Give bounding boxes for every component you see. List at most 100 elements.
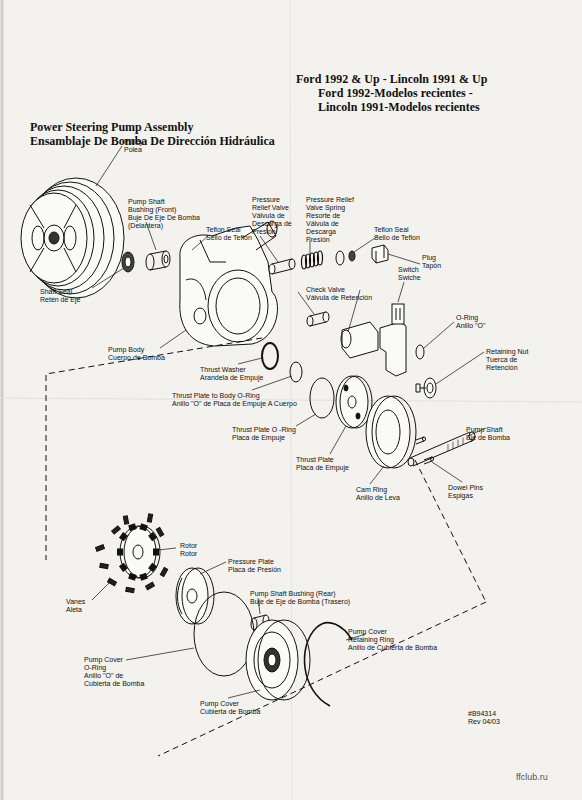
vane: [126, 587, 135, 592]
part-label: Placa de Empuje: [296, 464, 349, 472]
part-label: Dowel Pins: [448, 484, 483, 492]
vane: [96, 545, 105, 551]
part-label: Polea: [124, 146, 142, 154]
retaining-ring: [304, 623, 352, 706]
spline: [448, 444, 449, 451]
rotor-slot: [149, 533, 157, 541]
part-label: Descarga de: [252, 220, 292, 228]
part-label: O-Ring: [456, 314, 478, 322]
part-label: Pump Cover: [200, 700, 239, 708]
part-label: O-Ring: [84, 664, 106, 672]
part-label: Relief Valve: [252, 204, 289, 212]
check-valve: [307, 312, 329, 326]
part-label: Resorte de: [306, 212, 340, 220]
part-label: Retaining Nut: [486, 348, 528, 356]
part-label: Valve Spring: [306, 204, 345, 212]
vane: [146, 582, 155, 589]
part-label: Cubierta de Bomba: [200, 708, 260, 716]
plug: [372, 245, 388, 263]
vane: [160, 568, 167, 577]
page-edge: [1, 0, 4, 800]
spline: [458, 440, 459, 447]
part-label: Thrust Plate O -Ring: [232, 426, 296, 434]
pressure-relief-valve: [269, 259, 295, 274]
part-label: Pressure Plate: [228, 558, 274, 566]
rotor-slot: [129, 524, 136, 531]
vanes: [96, 514, 168, 593]
part-label: Buje De Eje De Bomba: [128, 214, 200, 222]
part-label: Pump Shaft Bushing (Rear): [250, 590, 336, 598]
part-label: Cuerpo de Bomba: [108, 354, 165, 362]
switch: [341, 304, 406, 376]
rotor-slot: [149, 563, 157, 571]
pump-cover: [246, 620, 310, 700]
watermark: ffclub.ru: [516, 772, 548, 783]
part-label: Pump Body: [108, 346, 144, 354]
subtitle: Ensamblaje De Bomba De Dirección Hidrául…: [30, 134, 275, 148]
rotor: [118, 524, 161, 580]
part-label: Válvula de: [252, 212, 285, 220]
part-label: Rotor: [180, 550, 197, 558]
teflon-seal: [336, 251, 344, 265]
part-label: Espigas: [448, 492, 473, 500]
title: Power Steering Pump Assembly: [30, 120, 193, 135]
part-label: Switch: [398, 266, 419, 274]
part-label: Válvula de Retención: [306, 294, 372, 302]
model-header: Lincoln 1991-Modelos recientes: [318, 100, 480, 114]
part-label: Retaining Ring: [348, 636, 394, 644]
retaining-nut: [416, 378, 436, 398]
doc-number: Rev 04/03: [468, 718, 500, 726]
part-label: Buje de Eje de Bomba (Trasero): [250, 598, 350, 606]
leader-lines: [92, 146, 486, 698]
explode-line: [415, 460, 486, 602]
part-label: Thrust Plate to Body O-Ring: [172, 392, 260, 400]
part-label: Cubierta de Bomba: [84, 680, 144, 688]
part-label: Plug: [422, 254, 436, 262]
o-ring: [290, 362, 302, 382]
model-header: Ford 1992-Modelos recientes -: [318, 86, 473, 100]
rotor-slot: [154, 549, 159, 555]
rotor-slot: [120, 563, 128, 571]
o-ring: [310, 378, 334, 418]
part-label: Anillo de Cubierta de Bomba: [348, 644, 437, 652]
part-label: Tapón: [422, 262, 441, 270]
part-label: (Delantera): [128, 222, 163, 230]
part-label: Anillo "O": [456, 322, 485, 330]
part-label: Rotor: [180, 542, 197, 550]
part-label: Swiche: [398, 274, 421, 282]
spline: [463, 437, 464, 444]
part-label: Shaft Seal: [40, 288, 72, 296]
part-label: Eje de Bomba: [466, 434, 510, 442]
part-label: Retención: [486, 364, 518, 372]
spline: [453, 442, 454, 449]
vane: [123, 516, 128, 525]
explode-line: [46, 338, 262, 560]
thrust-plate: [336, 376, 372, 428]
part-label: Thrust Plate: [296, 456, 334, 464]
vane: [147, 514, 152, 523]
part-label: Descarga: [306, 228, 336, 236]
doc-number: #B94314: [468, 710, 496, 718]
model-header: Ford 1992 & Up - Lincoln 1991 & Up: [296, 72, 487, 86]
thrust-washer: [262, 343, 278, 369]
part-label: Pulley: [124, 138, 143, 146]
part-label: Bushing (Front): [128, 206, 176, 214]
pulley: [21, 178, 124, 298]
vane: [156, 528, 163, 537]
part-label: Sello de Teflon: [206, 234, 252, 242]
part-label: Arandela de Empuje: [200, 374, 263, 382]
part-label: Pump Cover: [348, 628, 387, 636]
spring-coil: [318, 251, 323, 265]
part-label: Presión: [252, 228, 276, 236]
part-label: Anillo de Leva: [356, 494, 400, 502]
vane: [108, 578, 117, 585]
dowel-pins: [416, 437, 434, 464]
valve-spring: [302, 251, 323, 269]
seal-ring: [349, 251, 355, 261]
rotor-slot: [140, 524, 147, 531]
vane: [100, 563, 109, 568]
part-label: Vanes: [66, 598, 85, 606]
part-label: Tuerca de: [486, 356, 517, 364]
shaft-seal: [122, 252, 134, 272]
